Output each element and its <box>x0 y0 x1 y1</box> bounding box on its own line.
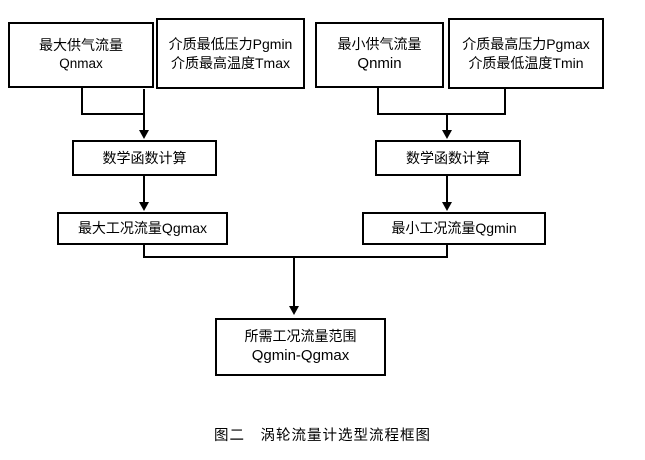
node-required-flow-range-line1: 所需工况流量范围 <box>244 328 357 345</box>
arrowhead-to-working-flow-max <box>139 202 149 211</box>
node-max-supply-flow-line1: 最大供气流量 <box>39 37 123 54</box>
arrowhead-to-required-flow-range <box>289 306 299 315</box>
arrowhead-to-working-flow-min <box>442 202 452 211</box>
node-min-pressure-max-temp: 介质最低压力Pgmin 介质最高温度Tmax <box>156 18 305 89</box>
connector-right-group-join <box>377 113 506 115</box>
node-required-flow-range-line2: Qgmin-Qgmax <box>251 347 350 365</box>
node-math-function-left-line1: 数学函数计算 <box>102 149 187 166</box>
connector-min-supply-flow-stem <box>377 88 379 115</box>
node-max-pressure-min-temp-line1: 介质最高压力Pgmax <box>462 35 590 52</box>
node-math-function-right: 数学函数计算 <box>375 140 521 176</box>
arrowhead-to-math-function-right <box>442 130 452 139</box>
node-working-flow-max: 最大工况流量Qgmax <box>57 212 228 245</box>
node-max-pressure-min-temp-line2: 介质最低温度Tmin <box>468 54 584 71</box>
connector-math-right-to-working-min <box>446 176 448 202</box>
connector-math-left-to-working-max <box>143 176 145 202</box>
connector-working-min-stem <box>446 245 448 258</box>
connector-left-group-join <box>81 113 145 115</box>
node-math-function-left: 数学函数计算 <box>72 140 217 176</box>
connector-min-pressure-max-temp-stem <box>143 89 145 132</box>
figure-caption: 图二 涡轮流量计选型流程框图 <box>214 428 431 444</box>
node-max-pressure-min-temp: 介质最高压力Pgmax 介质最低温度Tmin <box>448 18 604 89</box>
node-math-function-right-line1: 数学函数计算 <box>406 149 490 166</box>
node-required-flow-range: 所需工况流量范围 Qgmin-Qgmax <box>215 318 386 376</box>
node-min-pressure-max-temp-line2: 介质最高温度Tmax <box>171 54 290 71</box>
node-min-supply-flow: 最小供气流量 Qnmin <box>315 22 444 88</box>
node-working-flow-max-line1: 最大工况流量Qgmax <box>77 220 208 237</box>
node-max-supply-flow: 最大供气流量 Qnmax <box>8 22 154 88</box>
node-min-pressure-max-temp-line1: 介质最低压力Pgmin <box>168 35 293 52</box>
connector-max-pressure-min-temp-stem <box>504 89 506 115</box>
connector-max-supply-flow-stem <box>81 88 83 115</box>
arrowhead-to-math-function-left <box>139 130 149 139</box>
node-working-flow-min: 最小工况流量Qgmin <box>362 212 546 245</box>
node-min-supply-flow-line2: Qnmin <box>357 55 402 73</box>
connector-merge-trunk-to-result <box>293 256 295 308</box>
node-max-supply-flow-line2: Qnmax <box>59 56 103 72</box>
connector-right-group-trunk <box>446 113 448 132</box>
node-min-supply-flow-line1: 最小供气流量 <box>337 36 422 53</box>
node-working-flow-min-line1: 最小工况流量Qgmin <box>391 220 517 237</box>
connector-merge-bar <box>143 256 448 258</box>
connector-working-max-stem <box>143 245 145 258</box>
